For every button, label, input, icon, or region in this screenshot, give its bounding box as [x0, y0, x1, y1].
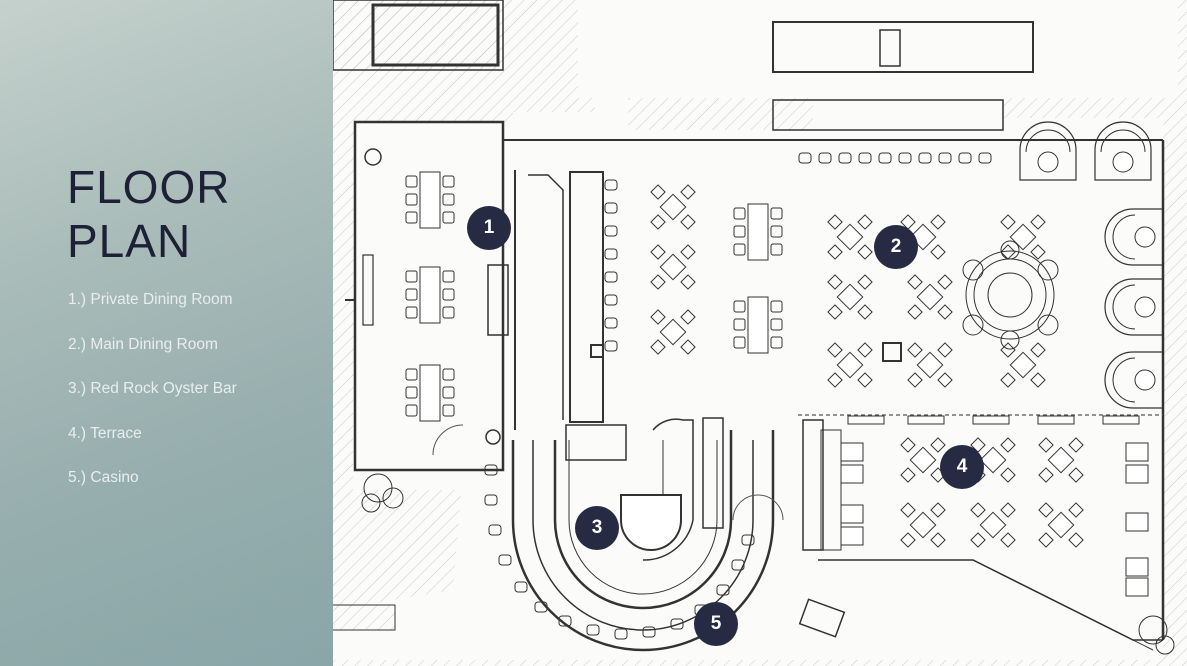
legend-item-terrace: 4.) Terrace	[68, 424, 142, 442]
floor-plan-drawing	[333, 0, 1187, 666]
sidebar: FLOOR PLAN 1.) Private Dining Room 2.) M…	[0, 0, 333, 666]
legend-item-private-dining: 1.) Private Dining Room	[68, 291, 233, 308]
legend-item-casino: 5.) Casino	[68, 469, 139, 486]
floor-plan: 1 2 3 4 5	[333, 0, 1187, 666]
legend-item-oyster-bar: 3.) Red Rock Oyster Bar	[68, 380, 237, 397]
marker-terrace: 4	[940, 445, 984, 489]
title-line-1: FLOOR	[67, 161, 231, 213]
marker-main-dining: 2	[874, 225, 918, 269]
room-legend: 1.) Private Dining Room 2.) Main Dining …	[68, 292, 237, 515]
page-title: FLOOR PLAN	[67, 160, 230, 268]
marker-oyster-bar: 3	[575, 506, 619, 550]
title-line-2: PLAN	[67, 215, 192, 267]
marker-casino: 5	[694, 602, 738, 646]
marker-private-dining: 1	[467, 206, 511, 250]
legend-item-main-dining: 2.) Main Dining Room	[68, 335, 218, 353]
